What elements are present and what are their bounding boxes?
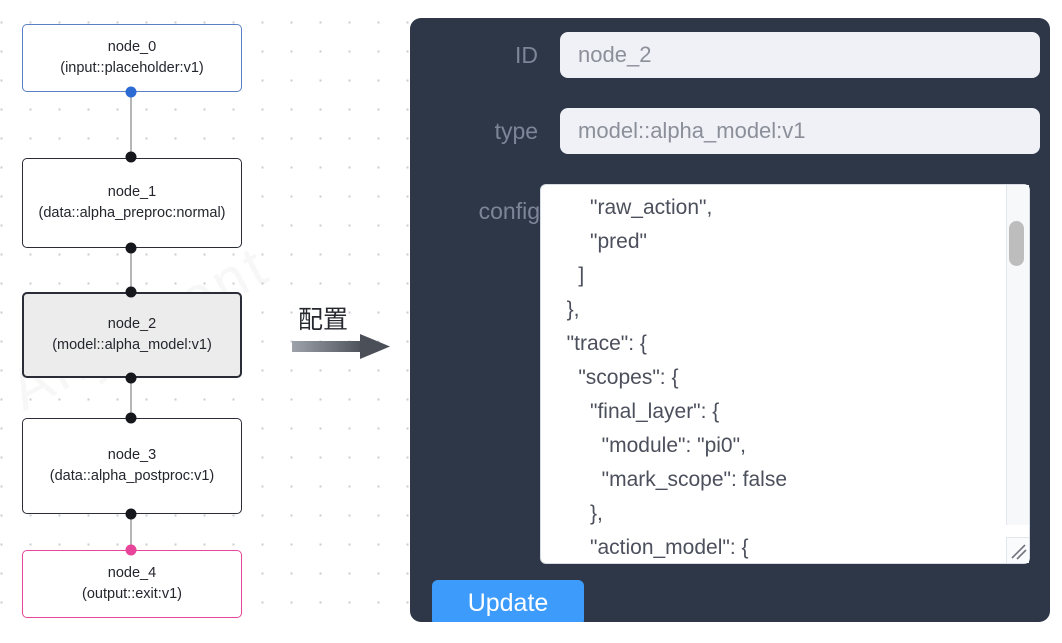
node-handle-node_4-target[interactable] — [125, 544, 137, 556]
node-label-line1: node_2 — [107, 316, 157, 332]
node-handle-node_3-source[interactable] — [125, 508, 137, 520]
edge-node2-node3 — [130, 377, 132, 417]
graph-node-node_3[interactable]: node_3 (data::alpha_postproc:v1) — [22, 418, 242, 514]
config-field-label: config — [478, 198, 540, 224]
canvas-bottom-strip — [0, 622, 1062, 643]
graph-node-node_1[interactable]: node_1 (data::alpha_preproc:normal) — [22, 158, 242, 248]
id-input[interactable] — [560, 32, 1040, 78]
resize-grip-icon — [1011, 544, 1027, 560]
field-row-id: ID — [430, 32, 1040, 78]
graph-node-node_2[interactable]: node_2 (model::alpha_model:v1) — [22, 292, 242, 378]
node-label-line1: node_4 — [107, 565, 157, 581]
node-handle-node_1-target[interactable] — [125, 151, 137, 163]
textarea-scrollbar-thumb[interactable] — [1009, 221, 1024, 266]
edge-node1-node2 — [130, 247, 132, 293]
node-config-panel: ID type config Update — [410, 18, 1050, 622]
textarea-resize-handle[interactable] — [1006, 537, 1029, 563]
graph-node-node_0[interactable]: node_0 (input::placeholder:v1) — [22, 24, 242, 92]
field-row-type: type — [430, 108, 1040, 154]
node-label-line2: (output::exit:v1) — [82, 586, 182, 602]
arrow-right-icon — [292, 334, 390, 359]
config-field-wrapper — [540, 184, 1030, 564]
node-label-line2: (data::alpha_postproc:v1) — [49, 468, 215, 484]
node-handle-node_2-target[interactable] — [125, 286, 137, 298]
graph-node-node_4[interactable]: node_4 (output::exit:v1) — [22, 550, 242, 618]
node-label-line1: node_0 — [107, 39, 157, 55]
node-label-line1: node_3 — [107, 447, 157, 463]
update-button[interactable]: Update — [432, 580, 584, 622]
node-handle-node_1-source[interactable] — [125, 242, 137, 254]
node-handle-node_3-target[interactable] — [125, 412, 137, 424]
node-label-line2: (input::placeholder:v1) — [60, 60, 204, 76]
arrow-label: 配置 — [298, 305, 349, 334]
edge-node0-node1 — [130, 92, 132, 158]
node-label-line2: (data::alpha_preproc:normal) — [38, 205, 226, 221]
node-label-line1: node_1 — [107, 184, 157, 200]
type-field-label: type — [494, 117, 539, 144]
type-input[interactable] — [560, 108, 1040, 154]
id-field-label: ID — [515, 41, 539, 68]
node-handle-node_2-source[interactable] — [125, 372, 137, 384]
config-textarea[interactable] — [540, 184, 1030, 564]
textarea-scrollbar-track[interactable] — [1006, 185, 1029, 525]
transition-annotation: 配置 — [292, 300, 397, 362]
node-label-line2: (model::alpha_model:v1) — [52, 337, 212, 353]
node-handle-node_0-source[interactable] — [125, 86, 137, 98]
edge-node3-node4 — [130, 513, 132, 549]
